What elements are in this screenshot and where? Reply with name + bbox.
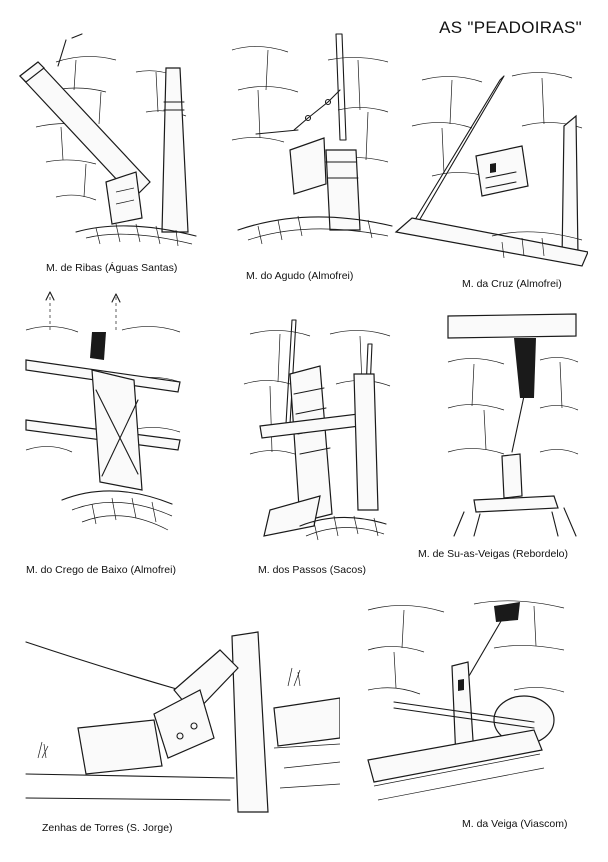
illustration-cruz bbox=[392, 56, 588, 268]
illustration-veiga bbox=[364, 590, 574, 812]
illustration-ribas bbox=[16, 32, 200, 254]
caption-cruz: M. da Cruz (Almofrei) bbox=[462, 278, 562, 290]
caption-su-as-veigas: M. de Su-as-Veigas (Rebordelo) bbox=[418, 548, 568, 560]
illustration-zenhas-de-torres bbox=[24, 628, 340, 814]
caption-passos: M. dos Passos (Sacos) bbox=[258, 564, 366, 576]
caption-crego-de-baixo: M. do Crego de Baixo (Almofrei) bbox=[26, 564, 176, 576]
illustration-crego-de-baixo bbox=[22, 290, 182, 552]
caption-ribas: M. de Ribas (Águas Santas) bbox=[46, 262, 178, 274]
page-title: AS "PEADOIRAS" bbox=[439, 18, 582, 37]
illustration-passos bbox=[240, 314, 392, 554]
caption-zenhas-de-torres: Zenhas de Torres (S. Jorge) bbox=[42, 822, 173, 834]
illustration-su-as-veigas bbox=[444, 312, 580, 538]
illustration-agudo bbox=[228, 30, 394, 262]
caption-agudo: M. do Agudo (Almofrei) bbox=[246, 270, 354, 282]
caption-veiga: M. da Veiga (Viascom) bbox=[462, 818, 568, 830]
